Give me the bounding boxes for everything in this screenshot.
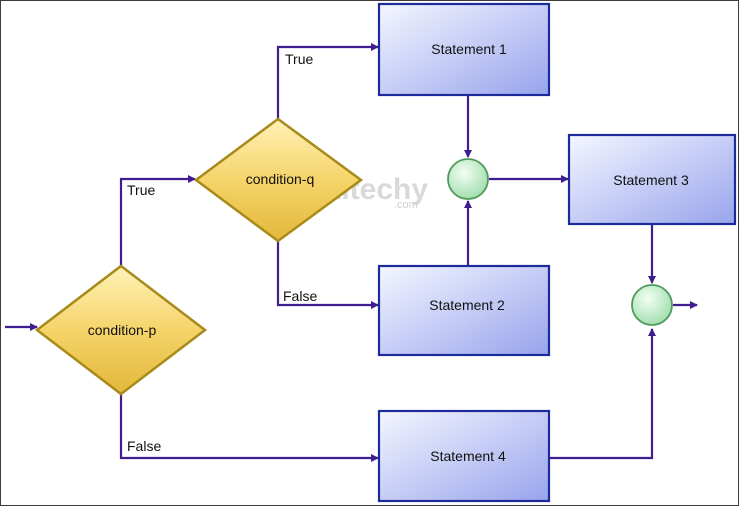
junction-lower [631, 284, 673, 326]
label-p-false: False [127, 438, 161, 454]
junction-upper [447, 158, 489, 200]
statement-1-label: Statement 1 [431, 41, 507, 57]
label-q-true: True [285, 51, 313, 67]
edge-p-false [119, 393, 379, 462]
statement-3-box: Statement 3 [567, 133, 737, 226]
statement-2-label: Statement 2 [429, 297, 505, 313]
condition-p-label: condition-p [88, 322, 157, 338]
condition-q-label: condition-q [246, 171, 315, 187]
statement-4-box: Statement 4 [377, 409, 551, 503]
decision-condition-q: condition-q [193, 117, 364, 243]
edge-p-true [119, 175, 196, 267]
edge-q-false [276, 241, 379, 309]
statement-3-label: Statement 3 [613, 172, 689, 188]
edge-q-true [276, 43, 379, 119]
decision-condition-p: condition-p [34, 264, 208, 396]
label-p-true: True [127, 182, 155, 198]
connectors [5, 43, 698, 462]
statement-4-label: Statement 4 [430, 448, 506, 464]
statement-2-box: Statement 2 [377, 264, 551, 357]
watermark-sub: .com [394, 199, 418, 211]
edge-s4-junction [549, 328, 656, 460]
label-q-false: False [283, 288, 317, 304]
statement-1-box: Statement 1 [377, 2, 551, 97]
